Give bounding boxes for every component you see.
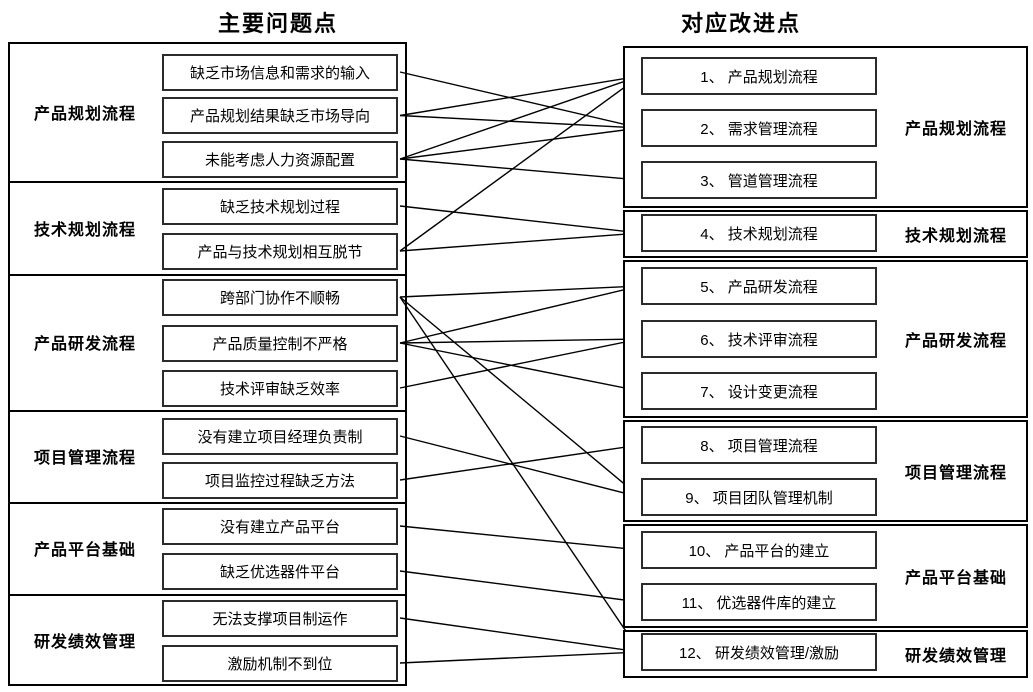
connector-arrow-L9-R9 <box>399 435 641 499</box>
problem-item: 未能考虑人力资源配置 <box>162 140 398 178</box>
problem-item: 激励机制不到位 <box>162 644 398 682</box>
improvement-item: 6、 技术评审流程 <box>641 320 877 358</box>
improvement-group-label: 产品规划流程 <box>904 121 1008 138</box>
connector-arrow-L10-R8 <box>399 441 641 481</box>
connector-arrow-L7-R5 <box>399 283 641 344</box>
improvement-item: 7、 设计变更流程 <box>641 372 877 410</box>
problem-item: 没有建立产品平台 <box>162 507 398 545</box>
improvement-item: 2、 需求管理流程 <box>641 109 877 147</box>
problem-group-label: 产品规划流程 <box>33 105 137 123</box>
problem-item: 缺乏市场信息和需求的输入 <box>162 53 398 91</box>
problem-group-label: 产品研发流程 <box>33 336 137 353</box>
connector-arrow-L1-R2 <box>399 71 641 131</box>
improvement-group-label: 项目管理流程 <box>904 465 1008 482</box>
connector-arrow-L14-R12 <box>399 647 641 664</box>
connector-arrow-L5-R4 <box>399 228 641 252</box>
connector-arrow-L7-R6 <box>399 334 641 345</box>
improvement-item: 8、 项目管理流程 <box>641 426 877 464</box>
connector-arrow-L3-R1 <box>399 75 641 160</box>
connector-arrow-L8-R6 <box>399 336 641 389</box>
improvement-item: 9、 项目团队管理机制 <box>641 478 877 516</box>
connector-arrow-L6-R9 <box>399 296 641 498</box>
problem-item: 产品与技术规划相互脱节 <box>162 232 398 270</box>
problem-item: 缺乏技术规划过程 <box>162 187 398 225</box>
group-divider <box>8 502 407 504</box>
problem-group-label: 产品平台基础 <box>33 542 137 559</box>
problem-item: 没有建立项目经理负责制 <box>162 417 398 455</box>
group-divider <box>8 274 407 276</box>
problem-item: 跨部门协作不顺畅 <box>162 278 398 316</box>
improvement-group-label: 研发绩效管理 <box>904 648 1008 665</box>
connector-arrow-L13-R12 <box>399 617 641 656</box>
connector-arrow-L4-R4 <box>399 205 641 237</box>
improvement-item: 5、 产品研发流程 <box>641 267 877 305</box>
connector-arrow-L7-R7 <box>399 342 641 394</box>
connector-arrow-L11-R10 <box>399 525 641 554</box>
connector-arrow-L12-R11 <box>399 570 641 606</box>
improvement-group-label: 产品平台基础 <box>904 570 1008 587</box>
improvement-group-label: 产品研发流程 <box>904 333 1008 350</box>
group-divider <box>8 181 407 183</box>
improvement-item: 12、 研发绩效管理/激励 <box>641 633 877 671</box>
connector-arrow-L2-R1 <box>399 73 641 117</box>
problem-item: 产品质量控制不严格 <box>162 324 398 362</box>
connector-arrow-L3-R2 <box>399 124 641 160</box>
connector-arrow-L2-R2 <box>399 114 641 133</box>
improvement-item: 10、 产品平台的建立 <box>641 531 877 569</box>
problem-item: 技术评审缺乏效率 <box>162 369 398 407</box>
problem-item: 缺乏优选器件平台 <box>162 552 398 590</box>
improvement-group-label: 技术规划流程 <box>904 228 1008 245</box>
problem-item: 产品规划结果缺乏市场导向 <box>162 97 398 134</box>
connector-arrow-L6-R5 <box>399 281 641 298</box>
right-column-title: 对应改进点 <box>680 11 802 36</box>
improvement-item: 11、 优选器件库的建立 <box>641 583 877 621</box>
group-divider <box>8 594 407 596</box>
problem-item: 无法支撑项目制运作 <box>162 599 398 637</box>
improvement-item: 4、 技术规划流程 <box>641 214 877 252</box>
improvement-item: 3、 管道管理流程 <box>641 161 877 199</box>
connector-arrow-L5-R1 <box>399 75 641 252</box>
improvement-item: 1、 产品规划流程 <box>641 57 877 95</box>
group-divider <box>8 410 407 412</box>
problem-group-label: 研发绩效管理 <box>33 634 137 651</box>
connector-arrow-L6-R12 <box>399 296 641 653</box>
problem-group-label: 项目管理流程 <box>33 450 137 467</box>
connector-arrow-L3-R3 <box>399 158 641 184</box>
problem-group-label: 技术规划流程 <box>33 221 137 239</box>
problem-item: 项目监控过程缺乏方法 <box>162 461 398 499</box>
left-column-title: 主要问题点 <box>217 11 339 36</box>
